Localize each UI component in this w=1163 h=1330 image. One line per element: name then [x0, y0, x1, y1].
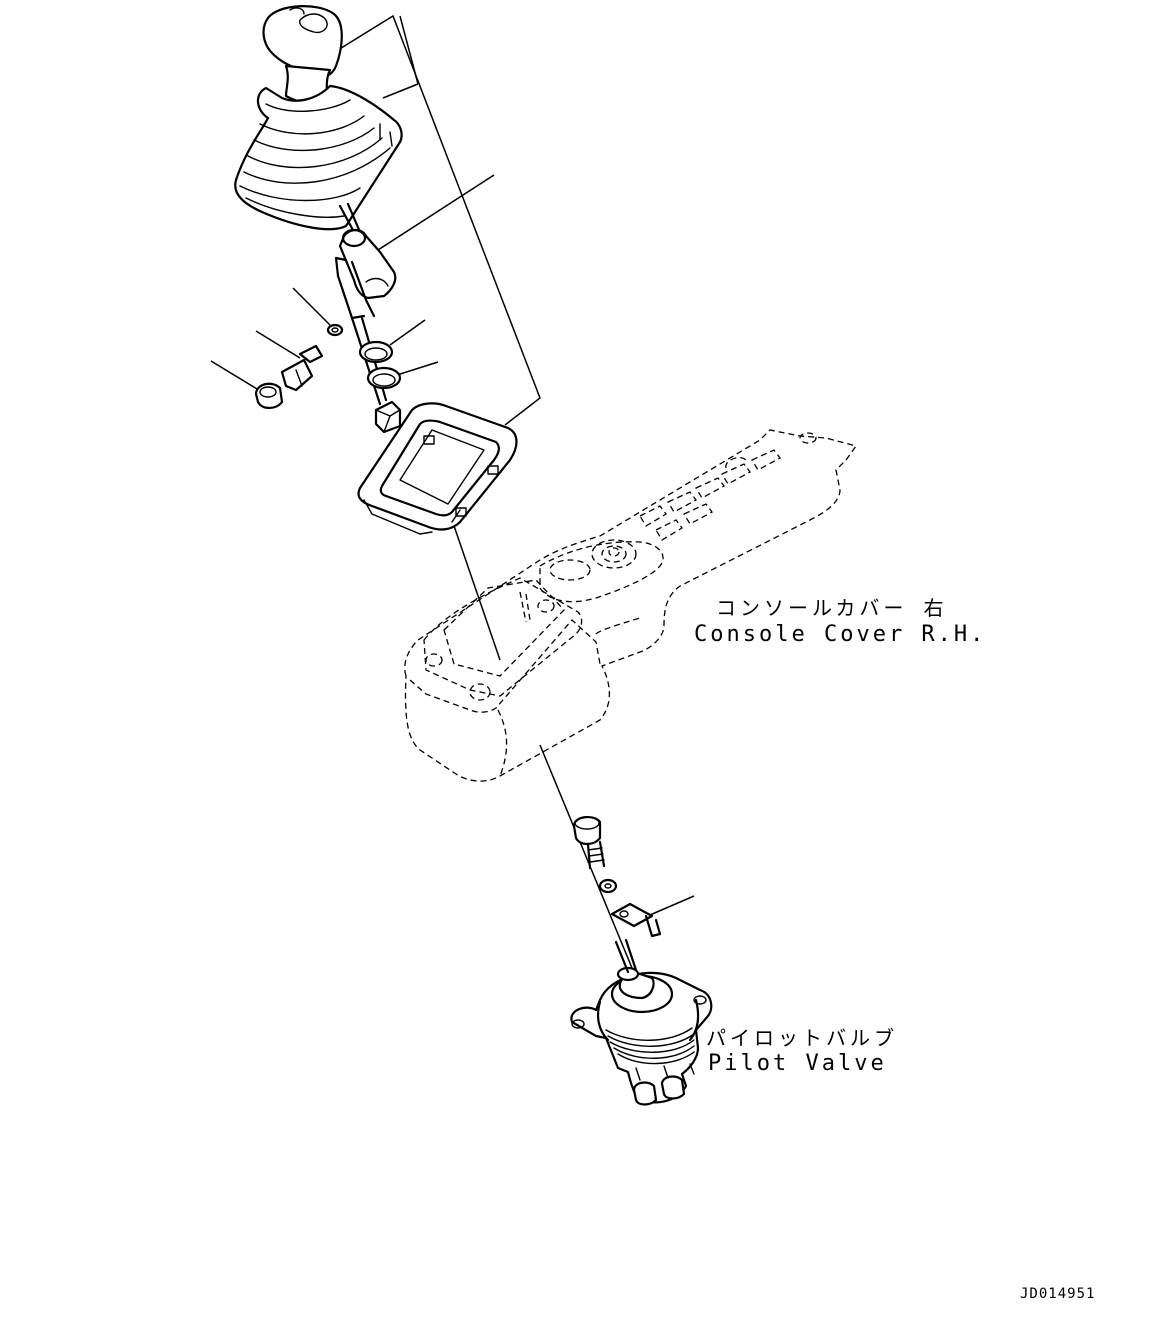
rubber-boot: [234, 84, 403, 231]
pilot-valve-label-ja: パイロットバルブ: [706, 1026, 898, 1050]
drawing-code: JD014951: [1020, 1286, 1096, 1302]
lower-hardware: [572, 816, 662, 938]
console-cover-label-ja: コンソールカバー 右: [716, 596, 948, 620]
pilot-valve: [570, 938, 713, 1106]
bezel-frame: [357, 402, 518, 535]
console-cover-rh: [404, 429, 858, 782]
console-cover-label-en: Console Cover R.H.: [694, 622, 987, 647]
pilot-valve-label-en: Pilot Valve: [708, 1051, 887, 1076]
fastener-parts: [254, 323, 402, 434]
leader-lines: [210, 14, 695, 969]
